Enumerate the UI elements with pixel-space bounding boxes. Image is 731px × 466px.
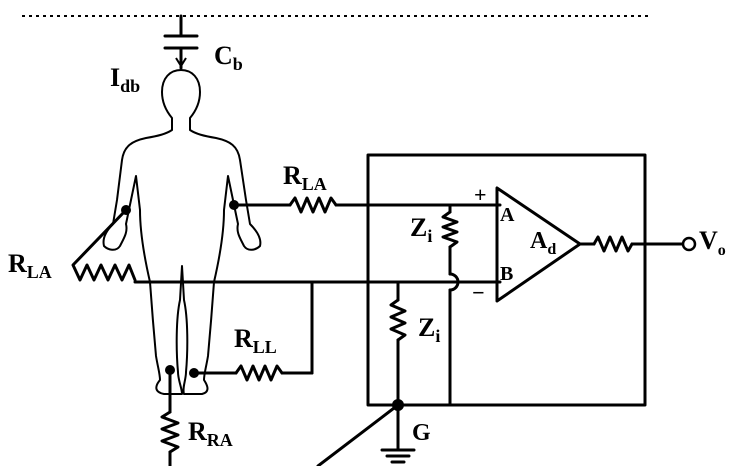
op-amp-triangle-icon xyxy=(495,186,582,303)
resistor-icon-rla-top xyxy=(232,196,502,214)
resistor-icon-rra xyxy=(160,368,180,466)
rra-label: RRA xyxy=(188,417,233,450)
output-voltage-label: Vo xyxy=(699,226,726,259)
amplifier-enclosure xyxy=(366,153,647,407)
resistor-icon-rla-left xyxy=(71,208,502,284)
resistor-icon-zi-lower xyxy=(389,280,407,407)
resistor-icon-zi-upper xyxy=(441,203,460,407)
output-terminal xyxy=(681,236,697,252)
zi-upper-label: Zi xyxy=(410,213,432,246)
resistor-icon-output xyxy=(578,235,685,253)
resistor-icon-rll xyxy=(192,280,314,382)
ground-label: G xyxy=(412,420,431,446)
plus-sign: + xyxy=(474,182,487,207)
rla-top-label: RLA xyxy=(283,161,327,194)
input-b-label: B xyxy=(500,263,513,285)
ground-cable xyxy=(316,403,400,466)
ground-symbol-icon xyxy=(380,403,416,464)
input-a-label: A xyxy=(500,204,515,226)
minus-sign: − xyxy=(472,280,485,305)
rla-left-label: RLA xyxy=(8,249,52,282)
rll-label: RLL xyxy=(234,324,277,357)
capacitor-label: Cb xyxy=(214,41,243,74)
displacement-current-label: Idb xyxy=(110,63,140,96)
capacitor-icon xyxy=(163,14,199,70)
zi-lower-label: Zi xyxy=(418,313,440,346)
gain-label: Ad xyxy=(530,228,556,258)
